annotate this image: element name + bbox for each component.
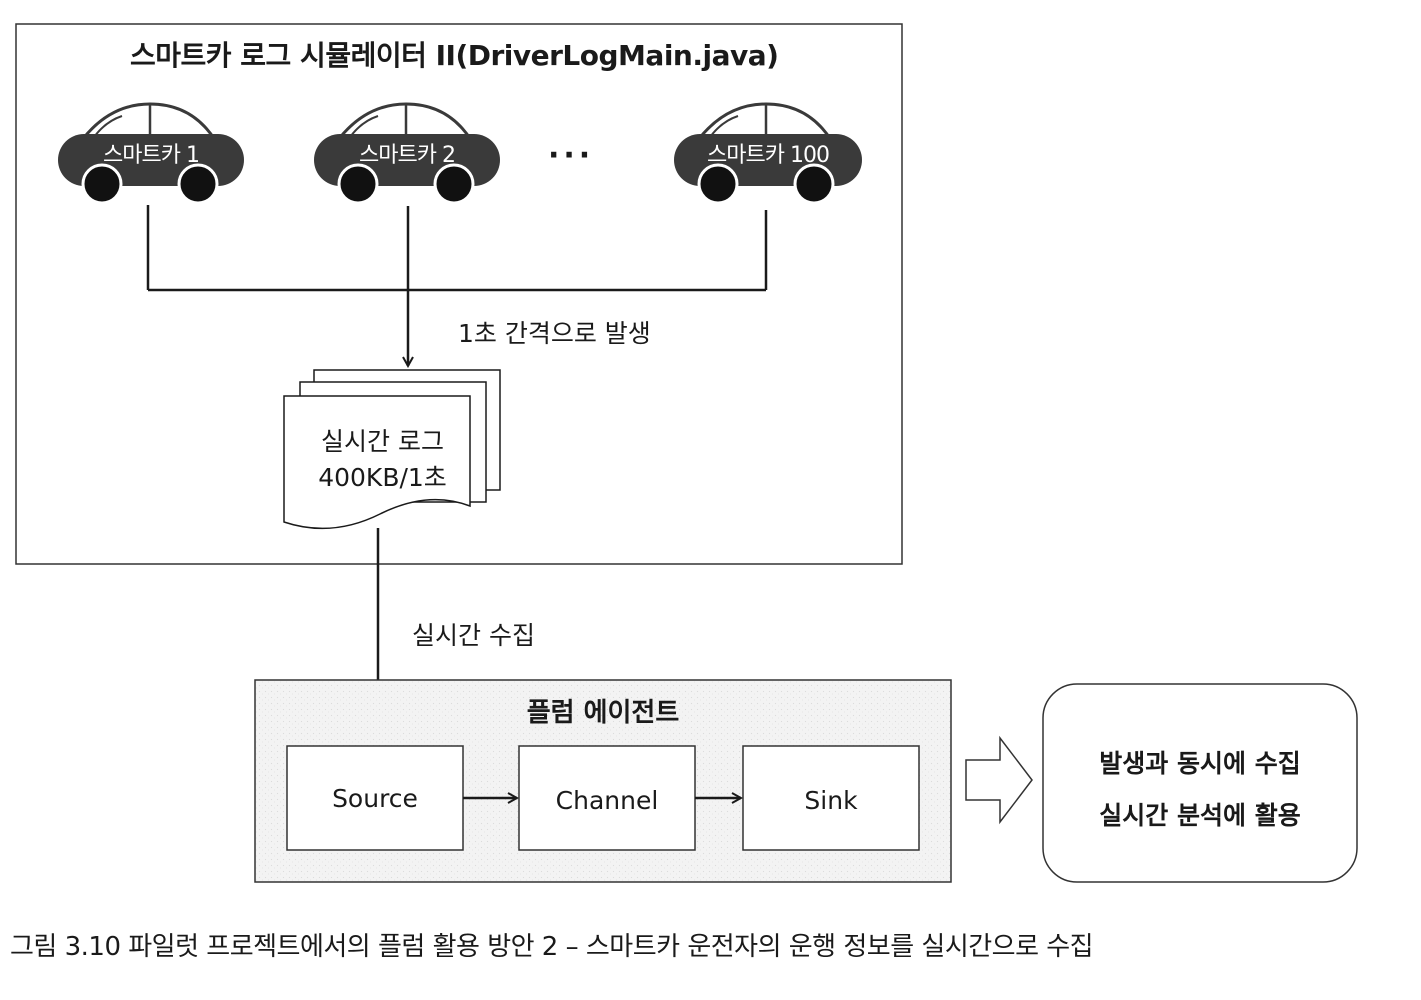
car-100-icon — [674, 102, 862, 205]
flume-agent-title: 플럼 에이전트 — [526, 698, 680, 728]
car-1-label: 스마트카 1 — [103, 143, 200, 168]
log-label-line2: 400KB/1초 — [318, 463, 447, 492]
log-label-line1: 실시간 로그 — [321, 427, 444, 456]
sink-box — [742, 745, 920, 851]
figure-caption: 그림 3.10 파일럿 프로젝트에서의 플럼 활용 방안 2 – 스마트카 운전… — [10, 932, 1094, 962]
channel-label: Channel — [555, 786, 659, 815]
car-2-label: 스마트카 2 — [359, 143, 456, 168]
result-box — [1042, 683, 1358, 883]
result-line-2: 실시간 분석에 활용 — [1099, 801, 1301, 830]
car-1-icon — [58, 102, 244, 205]
log-label: 실시간 로그 400KB/1초 — [290, 424, 475, 496]
hollow-arrow-icon — [965, 735, 1033, 825]
simulator-box — [15, 23, 903, 565]
result-line-1: 발생과 동시에 수집 — [1099, 749, 1301, 778]
sink-label: Sink — [804, 786, 858, 815]
merge-connector — [146, 205, 768, 366]
log-document-stack-icon — [283, 369, 501, 530]
simulator-title: 스마트카 로그 시뮬레이터 II(DriverLogMain.java) — [130, 39, 779, 72]
source-box — [286, 745, 464, 851]
car-ellipsis: ··· — [548, 138, 595, 173]
source-label: Source — [332, 784, 418, 813]
car-2-icon — [314, 102, 500, 205]
channel-box — [518, 745, 696, 851]
car-100-label: 스마트카 100 — [707, 143, 830, 168]
interval-label: 1초 간격으로 발생 — [458, 319, 651, 348]
collect-label: 실시간 수집 — [412, 621, 535, 650]
